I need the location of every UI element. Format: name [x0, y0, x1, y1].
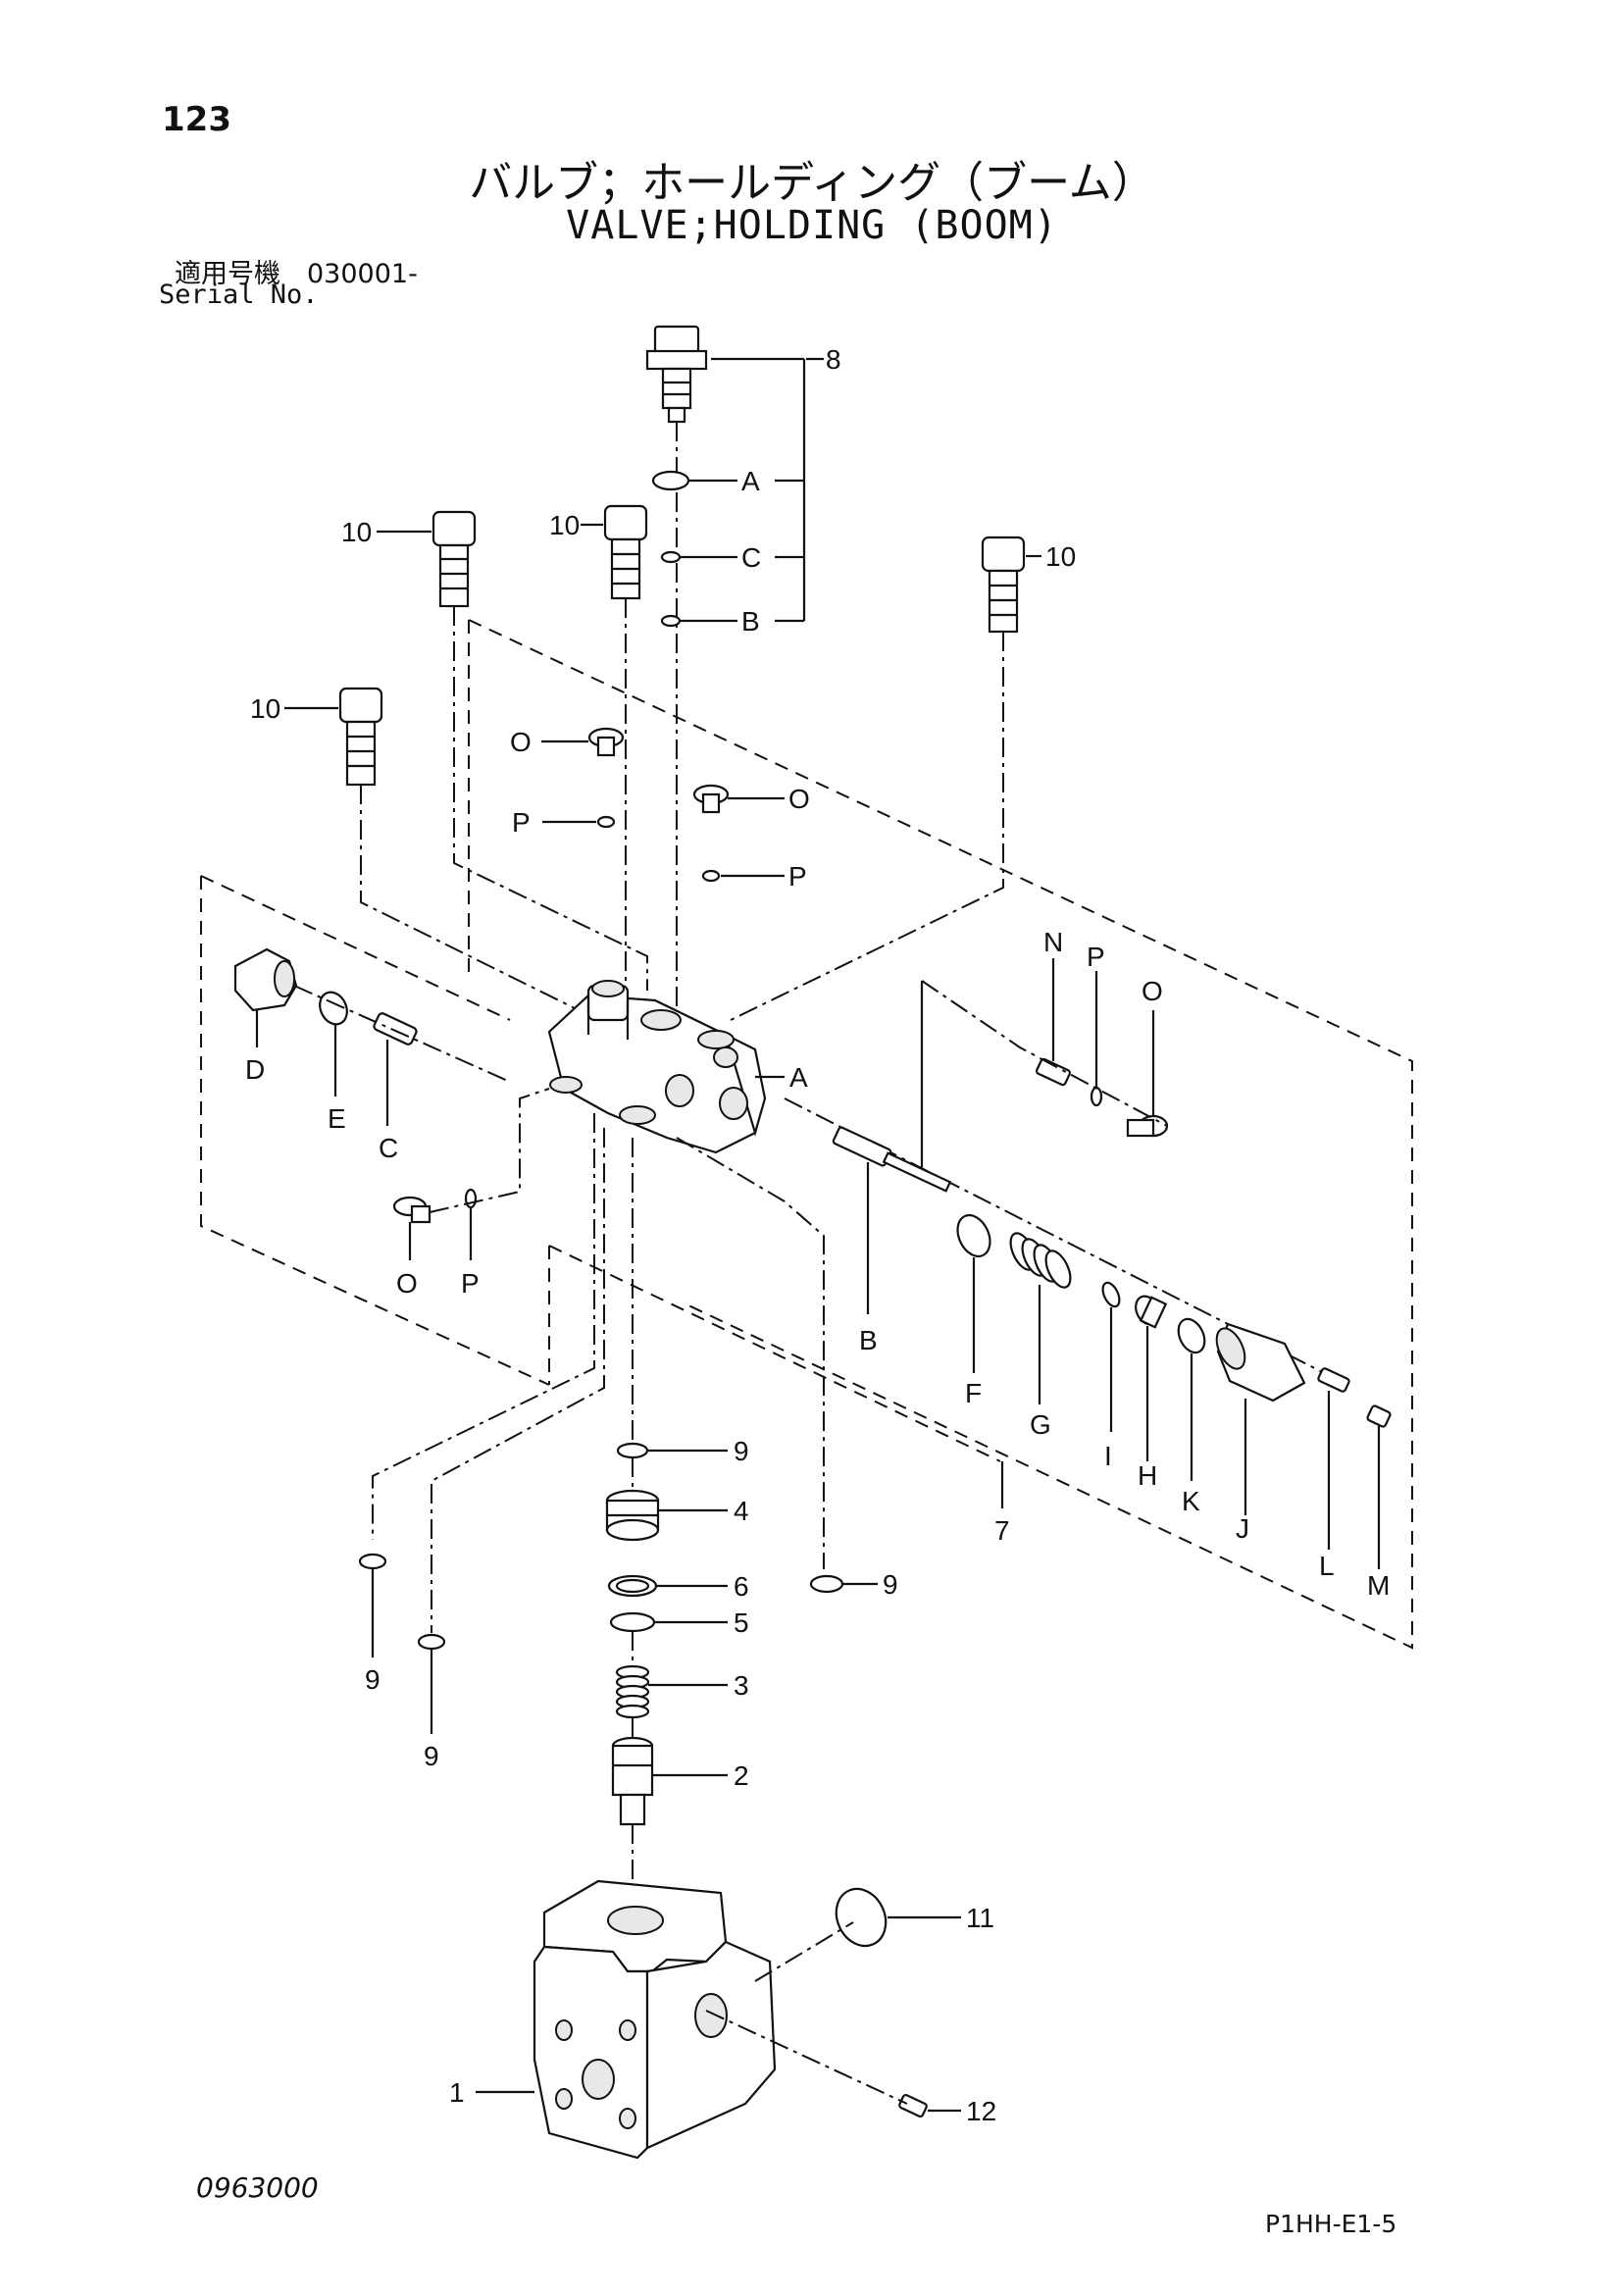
callout-5: 5: [734, 1607, 749, 1638]
seal-p-top-right: [701, 869, 721, 883]
seal-p-left-bottom: [464, 1188, 478, 1209]
page-number: 123: [162, 100, 231, 139]
callout-7: 7: [994, 1515, 1010, 1546]
callout-b-mid: B: [859, 1325, 878, 1355]
serial-label-english: Serial No.: [159, 280, 319, 310]
page-code: P1HH-E1-5: [1265, 2210, 1397, 2238]
spool-b: [832, 1126, 952, 1193]
callout-e: E: [328, 1103, 346, 1134]
callout-9-left-lower: 9: [424, 1741, 439, 1771]
callout-o-left-bottom: O: [396, 1268, 418, 1299]
bolt-10-right: [981, 536, 1026, 634]
callout-8: 8: [826, 344, 841, 375]
callout-c-top: C: [741, 542, 761, 573]
plug-j: [1215, 1322, 1306, 1403]
callout-10-left-top: 10: [341, 517, 372, 547]
callout-a-top: A: [741, 466, 760, 496]
serial-label-japanese: 適用号機 030001-: [175, 259, 418, 289]
plug-o-left-bottom: [392, 1196, 431, 1224]
plug-o-top-right: [692, 784, 730, 814]
callout-c-mid: C: [379, 1133, 398, 1163]
callout-p-top-right: P: [788, 861, 807, 892]
washer-f: [956, 1213, 991, 1258]
housing-1: [533, 1879, 777, 2160]
callout-b-top: B: [741, 606, 760, 637]
set-screw-l: [1317, 1367, 1350, 1393]
callout-l: L: [1319, 1551, 1335, 1581]
callout-9-left: 9: [365, 1664, 381, 1695]
page-title-japanese: バルブ；ホールディング（ブーム）: [469, 158, 1155, 208]
callout-o-top-right: O: [788, 784, 810, 814]
seal-9-left-lower: [417, 1633, 446, 1651]
page-title-english: VALVE;HOLDING (BOOM): [566, 203, 1058, 248]
callout-1: 1: [449, 2077, 465, 2108]
bolt-10-left-top: [431, 510, 477, 608]
o-ring-k: [1177, 1317, 1206, 1354]
plug-d: [233, 947, 298, 1012]
part-8-check-valve: [645, 325, 708, 424]
valve-block-assembly: [547, 980, 767, 1154]
callout-m: M: [1367, 1570, 1390, 1601]
callout-labels: 8 A C B 10 10 10 10 O P O P N P O D E C …: [245, 344, 1390, 2126]
cap-m: [1366, 1404, 1392, 1428]
o-ring-i: [1101, 1281, 1121, 1308]
callout-a-mid: A: [789, 1062, 808, 1093]
plug-n-right: [1036, 1057, 1071, 1087]
o-ring-e: [319, 991, 348, 1026]
callout-d: D: [245, 1054, 265, 1085]
piston-4: [605, 1489, 660, 1542]
callout-6: 6: [734, 1571, 749, 1602]
callout-10-center: 10: [549, 510, 580, 540]
callout-9-right: 9: [883, 1569, 898, 1600]
seal-b-top: [660, 614, 682, 628]
callout-o-right: O: [1142, 976, 1163, 1006]
callout-i: I: [1104, 1441, 1112, 1471]
plug-12: [898, 2094, 928, 2117]
callout-10-right: 10: [1045, 541, 1076, 572]
callout-p-left-bottom: P: [461, 1268, 480, 1299]
callout-p-right: P: [1087, 942, 1105, 972]
spring-3: [615, 1664, 650, 1719]
callout-k: K: [1182, 1486, 1200, 1516]
callout-o-top-left: O: [510, 727, 532, 757]
seal-9-center: [616, 1442, 649, 1459]
callout-f: F: [965, 1378, 982, 1408]
callout-h: H: [1138, 1460, 1157, 1491]
callout-10-left-bottom: 10: [250, 693, 280, 724]
seal-p-right: [1090, 1086, 1103, 1107]
callout-n: N: [1043, 927, 1063, 957]
callout-12: 12: [966, 2096, 996, 2126]
drawing-number: 0963000: [196, 2171, 319, 2204]
o-ring-5: [609, 1611, 656, 1633]
seal-a-top: [651, 470, 690, 491]
group-7-boundary: [200, 619, 1413, 1650]
bolt-10-left-bottom: [338, 687, 383, 787]
callout-4: 4: [734, 1496, 749, 1526]
pin-c-left: [373, 1012, 418, 1046]
callout-2: 2: [734, 1760, 749, 1791]
seal-9-left: [358, 1553, 387, 1570]
callout-11: 11: [966, 1903, 994, 1933]
bolt-10-center: [603, 504, 648, 600]
seal-p-top-left: [596, 815, 616, 829]
seal-9-right: [809, 1574, 844, 1594]
callout-9-center: 9: [734, 1436, 749, 1466]
callout-p-top-left: P: [512, 807, 531, 838]
callout-g: G: [1030, 1409, 1051, 1440]
seal-c-top: [660, 550, 682, 564]
callout-3: 3: [734, 1670, 749, 1701]
plug-o-top-left: [587, 727, 625, 757]
spring-g: [1009, 1232, 1072, 1289]
plug-h: [1135, 1295, 1168, 1329]
plug-o-right: [1126, 1114, 1169, 1138]
o-ring-11: [835, 1887, 888, 1948]
callout-j: J: [1236, 1513, 1249, 1544]
poppet-2: [611, 1736, 654, 1826]
